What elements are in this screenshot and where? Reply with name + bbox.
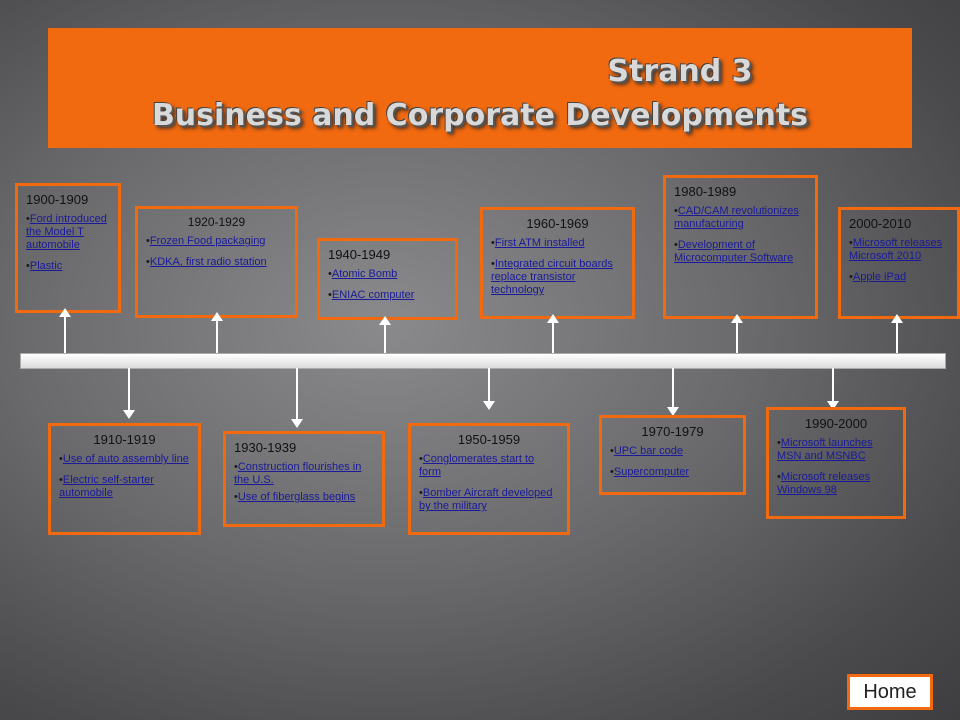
list-item: Use of fiberglass begins: [234, 491, 374, 504]
list-item: Conglomerates start to form: [419, 453, 559, 479]
arrow-up-icon: [59, 308, 71, 354]
list-item: Apple iPad: [849, 271, 949, 284]
decade-link[interactable]: Bomber Aircraft developed by the militar…: [419, 487, 553, 512]
arrow-down-icon: [667, 368, 679, 416]
list-item: CAD/CAM revolutionizes manufacturing: [674, 205, 807, 231]
decade-link[interactable]: Conglomerates start to form: [419, 453, 535, 478]
home-button[interactable]: Home: [847, 674, 933, 710]
list-item: Integrated circuit boards replace transi…: [491, 258, 624, 297]
decade-box-1970: 1970-1979 UPC bar code Supercomputer: [599, 415, 746, 495]
decade-link[interactable]: Ford introduced the Model T automobile: [26, 213, 107, 251]
decade-link[interactable]: Microsoft releases Windows 98: [777, 471, 871, 496]
decade-box-1900: 1900-1909 Ford introduced the Model T au…: [15, 183, 121, 313]
decade-box-1950: 1950-1959 Conglomerates start to form Bo…: [408, 423, 570, 535]
decade-link[interactable]: Apple iPad: [852, 271, 907, 283]
list-item: Construction flourishes in the U.S.: [234, 461, 374, 487]
title-line-1: Strand 3: [607, 54, 753, 89]
decade-period: 1950-1959: [457, 432, 521, 447]
decade-period: 1930-1939: [234, 440, 297, 455]
decade-link[interactable]: Atomic Bomb: [331, 268, 398, 280]
list-item: Plastic: [26, 260, 110, 273]
decade-link[interactable]: Electric self-starter automobile: [59, 474, 154, 499]
list-item: Bomber Aircraft developed by the militar…: [419, 487, 559, 513]
decade-link[interactable]: Integrated circuit boards replace transi…: [491, 258, 613, 296]
arrow-up-icon: [731, 314, 743, 354]
arrow-down-icon: [827, 368, 839, 410]
list-item: Microsoft releases Windows 98: [777, 471, 895, 497]
decade-box-1930: 1930-1939 Construction flourishes in the…: [223, 431, 385, 527]
list-item: Atomic Bomb: [328, 268, 447, 281]
decade-link[interactable]: UPC bar code: [613, 445, 683, 457]
list-item: KDKA, first radio station: [146, 256, 287, 269]
decade-box-1910: 1910-1919 Use of auto assembly line Elec…: [48, 423, 201, 535]
decade-link[interactable]: CAD/CAM revolutionizes manufacturing: [674, 205, 799, 230]
arrow-down-icon: [123, 368, 135, 419]
arrow-down-icon: [291, 368, 303, 428]
arrow-up-icon: [891, 314, 903, 354]
decade-period: 1920-1929: [187, 215, 246, 229]
decade-period: 1960-1969: [526, 216, 589, 231]
list-item: First ATM installed: [491, 237, 624, 250]
decade-link[interactable]: Development of Microcomputer Software: [674, 239, 794, 264]
decade-link[interactable]: Use of auto assembly line: [62, 453, 189, 465]
decade-period: 1970-1979: [641, 424, 704, 439]
list-item: Frozen Food packaging: [146, 235, 287, 248]
decade-link[interactable]: Frozen Food packaging: [149, 235, 266, 247]
decade-period: 1910-1919: [93, 432, 156, 447]
decade-link[interactable]: Plastic: [29, 260, 63, 272]
decade-link[interactable]: ENIAC computer: [331, 289, 415, 301]
title-line-2: Business and Corporate Developments: [151, 98, 809, 133]
list-item: Microsoft releases Microsoft 2010: [849, 237, 949, 263]
decade-period: 1940-1949: [328, 247, 391, 262]
arrow-up-icon: [379, 316, 391, 354]
list-item: Development of Microcomputer Software: [674, 239, 807, 265]
decade-link[interactable]: KDKA, first radio station: [149, 256, 267, 268]
decade-link[interactable]: Construction flourishes in the U.S.: [234, 461, 362, 486]
decade-link[interactable]: First ATM installed: [494, 237, 585, 249]
decade-period: 1900-1909: [26, 192, 89, 207]
arrow-up-icon: [211, 312, 223, 354]
list-item: Ford introduced the Model T automobile: [26, 213, 110, 252]
decade-box-1980: 1980-1989 CAD/CAM revolutionizes manufac…: [663, 175, 818, 319]
decade-period: 1990-2000: [804, 416, 868, 431]
list-item: Supercomputer: [610, 466, 735, 479]
list-item: UPC bar code: [610, 445, 735, 458]
decade-box-1920: 1920-1929 Frozen Food packaging KDKA, fi…: [135, 206, 298, 318]
decade-period: 2000-2010: [849, 216, 912, 231]
list-item: ENIAC computer: [328, 289, 447, 302]
arrow-up-icon: [547, 314, 559, 354]
decade-link[interactable]: Use of fiberglass begins: [237, 491, 356, 503]
title-banner: Strand 3 Business and Corporate Developm…: [48, 28, 912, 148]
timeline-bar: [20, 353, 946, 369]
decade-period: 1980-1989: [674, 184, 737, 199]
decade-box-1990: 1990-2000 Microsoft launches MSN and MSN…: [766, 407, 906, 519]
decade-box-1960: 1960-1969 First ATM installed Integrated…: [480, 207, 635, 319]
arrow-down-icon: [483, 368, 495, 410]
list-item: Use of auto assembly line: [59, 453, 190, 466]
decade-link[interactable]: Supercomputer: [613, 466, 690, 478]
decade-link[interactable]: Microsoft launches MSN and MSNBC: [777, 437, 873, 462]
decade-link[interactable]: Microsoft releases Microsoft 2010: [849, 237, 943, 262]
decade-box-2000: 2000-2010 Microsoft releases Microsoft 2…: [838, 207, 960, 319]
list-item: Electric self-starter automobile: [59, 474, 190, 500]
list-item: Microsoft launches MSN and MSNBC: [777, 437, 895, 463]
decade-box-1940: 1940-1949 Atomic Bomb ENIAC computer: [317, 238, 458, 320]
